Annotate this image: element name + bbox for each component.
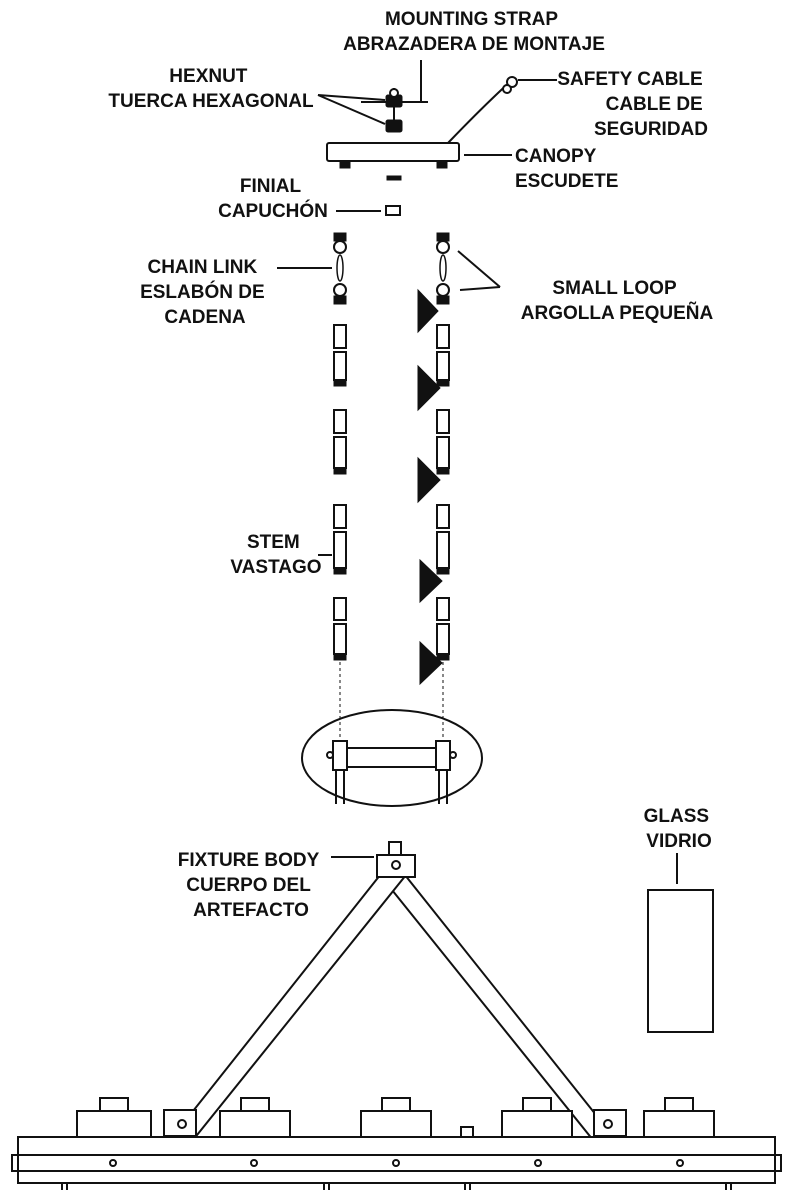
glass-label: GLASS VIDRIO xyxy=(644,806,715,852)
direction-arrows xyxy=(417,288,443,686)
canopy-label: CANOPY ESCUDETE xyxy=(515,146,618,192)
hexnut xyxy=(385,88,403,133)
fixture-body-label: FIXTURE BODY CUERPO DEL ARTEFACTO xyxy=(178,850,324,921)
chain-link-label: CHAIN LINK ESLABÓN DE CADENA xyxy=(140,257,270,328)
mounting-strap-label: MOUNTING STRAP ABRAZADERA DE MONTAJE xyxy=(343,9,605,55)
fixture-body xyxy=(11,841,782,1190)
safety-cable-label: SAFETY CABLE CABLE DE SEGURIDAD xyxy=(557,69,708,140)
finial xyxy=(385,205,401,216)
small-loop-label: SMALL LOOP ARGOLLA PEQUEÑA xyxy=(521,278,714,324)
hexnut-label: HEXNUT TUERCA HEXAGONAL xyxy=(108,66,314,112)
left-chain-assembly xyxy=(333,232,347,738)
canopy-nut xyxy=(386,175,402,181)
left-stem xyxy=(333,324,347,661)
glass-panel xyxy=(647,889,714,1033)
stem-detail-callout xyxy=(301,709,483,807)
leader-lines xyxy=(277,79,557,858)
stem-label: STEM VASTAGO xyxy=(230,532,321,578)
right-stem xyxy=(436,324,450,661)
right-chain-assembly xyxy=(436,232,450,738)
canopy xyxy=(326,142,460,169)
safety-cable xyxy=(447,76,518,144)
finial-label: FINIAL CAPUCHÓN xyxy=(218,176,328,222)
